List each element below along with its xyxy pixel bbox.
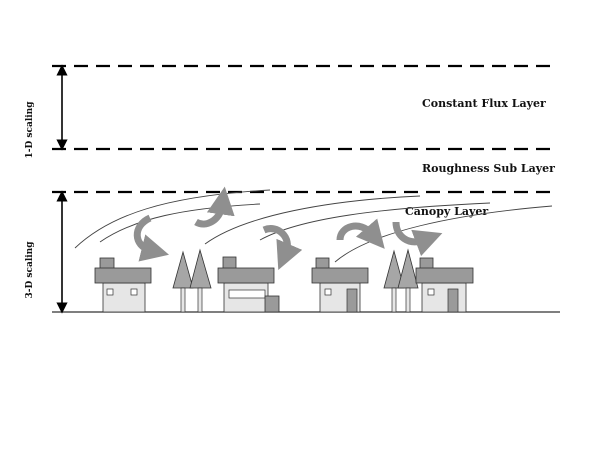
tree-icon [172,250,194,313]
constant-flux-layer-label: Constant Flux Layer [422,97,546,110]
tree-icon [189,248,212,313]
tree-icon [397,248,419,313]
eddy-swirl-icon [262,225,303,271]
eddy-swirl-icon [194,186,235,228]
eddy-swirl-icon [336,218,385,249]
house-icon [217,256,280,313]
house-icon [415,257,474,313]
streamline [99,203,261,243]
house-icon [94,257,152,313]
tree-icon [383,249,405,313]
eddy-swirl-icon [133,214,170,262]
one-d-scaling-label: 1-D scaling [25,101,35,159]
streamline [334,205,553,263]
house-icon [311,257,369,313]
canopy-layer-label: Canopy Layer [405,205,488,218]
three-d-scaling-label: 3-D scaling [25,241,35,299]
streamline [204,195,421,245]
roughness-sublayer-label: Roughness Sub Layer [422,162,555,175]
eddy-swirl-icon [392,221,443,257]
